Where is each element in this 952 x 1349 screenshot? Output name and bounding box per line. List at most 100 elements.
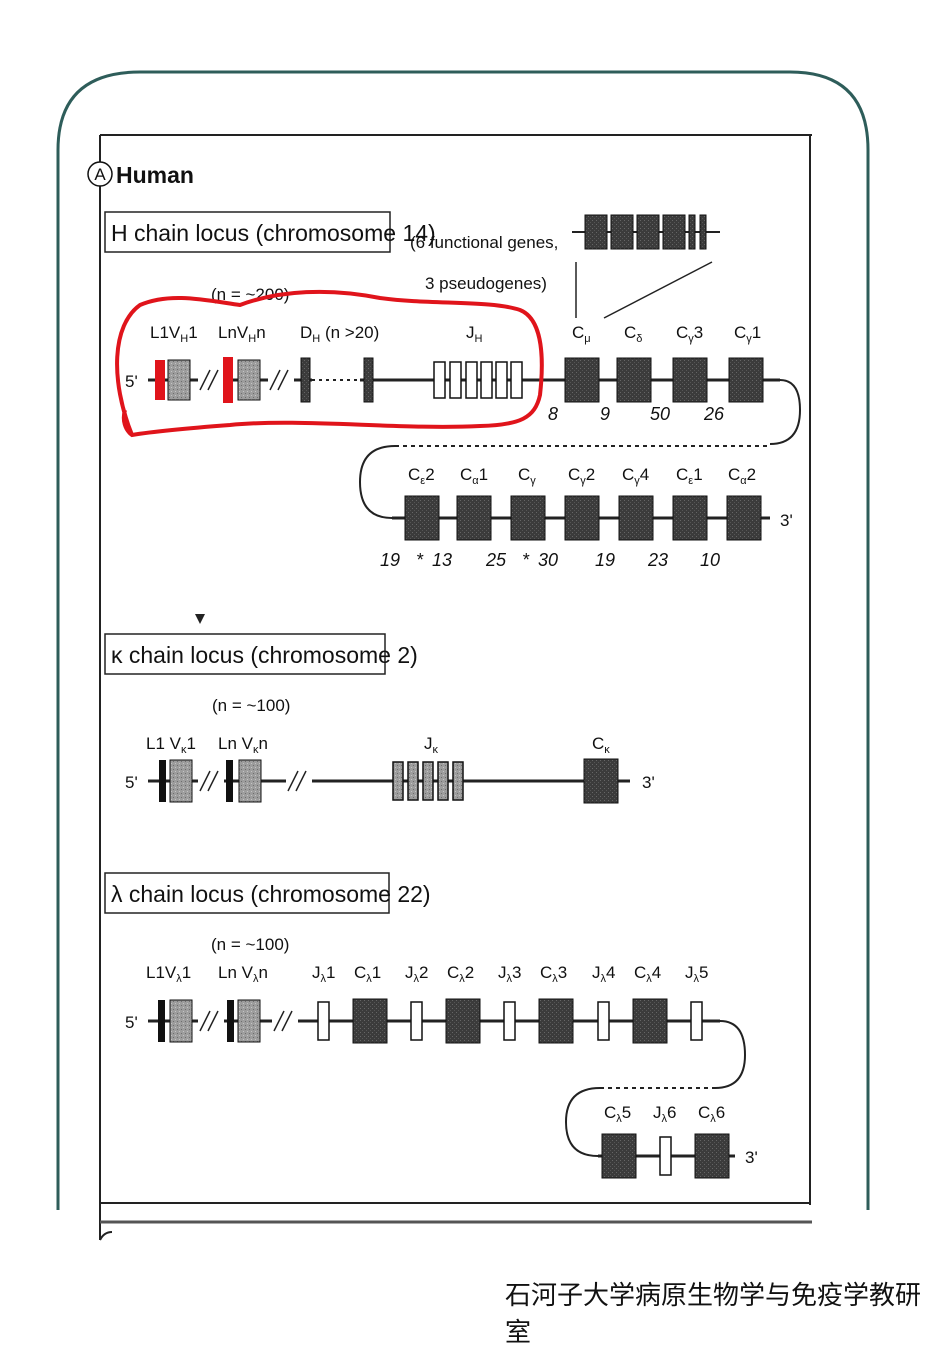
- h-v-segment-1: [167, 359, 191, 401]
- h-star-2: *: [522, 550, 530, 570]
- l-row1-label-4: Cλ2: [447, 963, 474, 985]
- h-intron-23: 23: [647, 550, 668, 570]
- h-j-label: JH: [466, 323, 483, 345]
- l-row1-label-8: Cλ4: [634, 963, 661, 985]
- l-vn-label: Ln Vλn: [218, 963, 268, 985]
- footer-institution: 石河子大学病原生物学与免疫学教研室: [505, 1281, 922, 1348]
- h-d-label: DH (n >20): [300, 323, 379, 345]
- h-v1-label: L1VH1: [150, 323, 198, 345]
- l-c6-gene: [694, 1133, 730, 1179]
- l-v-segment-1: [169, 999, 193, 1043]
- k-c-gene: [583, 758, 619, 804]
- h-constant-row2: [404, 495, 762, 541]
- h-c-label-3: Cγ3: [676, 323, 703, 345]
- l-j4-gene: [597, 1001, 610, 1041]
- h-five-prime: 5': [125, 372, 138, 391]
- l-row1-label-5: Jλ3: [498, 963, 521, 985]
- k-leader-n: [226, 760, 233, 802]
- k-v-segment-n: [238, 759, 262, 803]
- h-intron-19a: 19: [380, 550, 400, 570]
- h-constant-row1: [564, 357, 764, 403]
- h-c-gamma3-gene: [672, 357, 708, 403]
- h-left-loop: [358, 445, 396, 519]
- h-d-segment-1: [300, 357, 311, 403]
- k-j-label: Jκ: [424, 734, 439, 756]
- l-j5-gene: [690, 1001, 703, 1041]
- k-vn-label: Ln Vκn: [218, 734, 268, 756]
- l-five-prime: 5': [125, 1013, 138, 1032]
- h-intron-26: 26: [703, 404, 725, 424]
- h-c2-label-6: Cε1: [676, 465, 703, 487]
- k-break-marks: [198, 770, 312, 792]
- h-right-loop: [769, 379, 802, 445]
- h-intron-25: 25: [485, 550, 507, 570]
- h-leader-1: [155, 360, 165, 400]
- panel-title: Human: [116, 162, 194, 188]
- l-row1-label-7: Jλ4: [592, 963, 615, 985]
- h-c-delta-gene: [616, 357, 652, 403]
- l-c3-gene: [538, 998, 574, 1044]
- h-intron-30: 30: [538, 550, 558, 570]
- h-c2-label-5: Cγ4: [622, 465, 649, 487]
- h-intron-13: 13: [432, 550, 452, 570]
- k-locus-title-box: [104, 633, 386, 675]
- h-j-segments: [433, 361, 523, 399]
- l-c2-gene: [445, 998, 481, 1044]
- l-right-loop: [714, 1020, 747, 1089]
- h-c2-label-1: Cε2: [408, 465, 435, 487]
- l-leader-n: [227, 1000, 234, 1042]
- l-j2-gene: [410, 1001, 423, 1041]
- h-c2-label-3: Cγ: [518, 465, 536, 487]
- figure-border: [99, 134, 812, 1240]
- h-locus-n-label: (n = ~200): [211, 285, 289, 304]
- l-break-marks: [198, 1010, 298, 1032]
- k-leader-1: [159, 760, 166, 802]
- l-locus-title-box: [104, 872, 390, 914]
- k-j-segments: [392, 761, 464, 801]
- next-panel-edge: [99, 1231, 113, 1241]
- h-v-segment-n: [237, 359, 261, 401]
- k-c-label: Cκ: [592, 734, 610, 756]
- h-intron-8: 8: [548, 404, 558, 424]
- l-row2-label-3: Cλ6: [698, 1103, 725, 1125]
- l-c5-gene: [601, 1133, 637, 1179]
- l-row1-genes: [317, 998, 703, 1044]
- h-c2-label-4: Cγ2: [568, 465, 595, 487]
- h-c-mu-gene: [564, 357, 600, 403]
- l-j3-gene: [503, 1001, 516, 1041]
- l-row1-label-6: Cλ3: [540, 963, 567, 985]
- h-vn-label: LnVHn: [218, 323, 266, 345]
- l-row2-label-1: Cλ5: [604, 1103, 631, 1125]
- l-locus-n-label: (n = ~100): [211, 935, 289, 954]
- l-c1-gene: [352, 998, 388, 1044]
- h-c2-label-2: Cα1: [460, 465, 488, 487]
- h-intron-9: 9: [600, 404, 610, 424]
- h-d-segment-n: [363, 357, 374, 403]
- l-row1-label-9: Jλ5: [685, 963, 708, 985]
- panel-letter: A: [94, 165, 106, 184]
- h-locus-title: H chain locus (chromosome 14): [111, 220, 436, 246]
- k-locus-n-label: (n = ~100): [212, 696, 290, 715]
- k-v1-label: L1 Vκ1: [146, 734, 196, 756]
- k-locus-title: κ chain locus (chromosome 2): [111, 642, 418, 668]
- h-intron-19b: 19: [595, 550, 615, 570]
- l-row1-label-2: Cλ1: [354, 963, 381, 985]
- scan-mark: [195, 614, 205, 624]
- l-v-segment-n: [237, 999, 261, 1043]
- h-leader-n: [223, 357, 233, 403]
- h-intron-50: 50: [650, 404, 670, 424]
- h-three-prime: 3': [780, 511, 793, 530]
- h-c-label-2: Cδ: [624, 323, 642, 345]
- slide-frame: [56, 70, 870, 1210]
- h-break-marks: [198, 368, 360, 392]
- l-leader-1: [158, 1000, 165, 1042]
- l-j1-gene: [317, 1001, 330, 1041]
- l-j6-gene: [659, 1136, 672, 1176]
- h-locus-title-box: [104, 211, 391, 253]
- l-three-prime: 3': [745, 1148, 758, 1167]
- h-locus-note-line1: (6 functional genes,: [410, 233, 558, 252]
- l-locus-title: λ chain locus (chromosome 22): [111, 881, 431, 907]
- l-c4-gene: [632, 998, 668, 1044]
- l-row1-label-3: Jλ2: [405, 963, 428, 985]
